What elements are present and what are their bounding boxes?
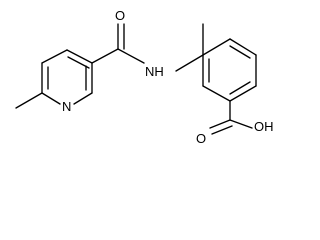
- acid-carbonyl-bond-b: [211, 125, 233, 135]
- acid-carbonyl-oxygen-label: O: [196, 131, 206, 146]
- pyridine-nitrogen-label: N: [62, 99, 71, 114]
- pyridine-bond-c1-c2: [66, 49, 93, 64]
- pyridine-methyl-bond: [15, 92, 43, 109]
- molecule-drawing: O NH N O OH: [15, 8, 274, 146]
- acid-carbonyl-bond-a: [209, 119, 231, 129]
- benzene-bond-e: [202, 85, 231, 102]
- nh-to-aryl-bond: [175, 54, 204, 72]
- amide-nh-label: NH: [145, 64, 164, 79]
- acid-hydroxyl-label: OH: [254, 119, 274, 134]
- benzene-bond-a: [202, 38, 231, 56]
- pyridine-bond-c6-c1: [41, 49, 68, 64]
- pyridine-double-bond-inner-top: [67, 56, 90, 69]
- acid-to-oh-bond: [229, 119, 253, 129]
- carbonyl-to-nh-bond: [117, 48, 145, 64]
- benzene-double-bond-bottom: [229, 81, 251, 95]
- amide-oxygen-label: O: [115, 8, 125, 23]
- benzene-double-bond-top: [229, 45, 251, 59]
- bond-lines: [15, 23, 257, 135]
- pyridine-to-carbonyl-bond: [91, 48, 119, 64]
- pyridine-bond-c3-n: [73, 92, 93, 105]
- benzene-bond-b: [229, 38, 257, 56]
- atom-labels: O NH N O OH: [62, 8, 274, 146]
- benzene-bond-d: [229, 85, 257, 102]
- pyridine-bond-n-c5: [41, 92, 61, 105]
- chemical-structure-canvas: O NH N O OH: [15, 8, 274, 146]
